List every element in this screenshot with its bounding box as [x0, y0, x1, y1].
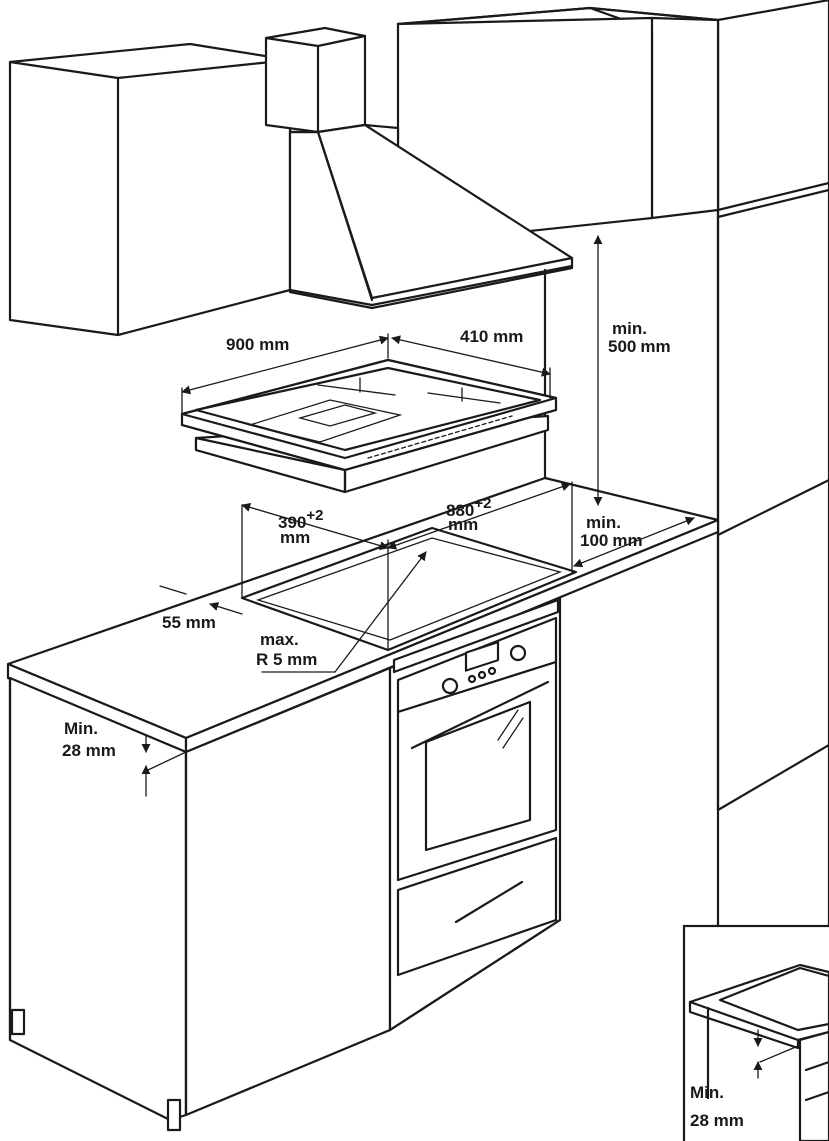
hob-depth-label: 410 mm [460, 327, 523, 346]
left-knob-icon [441, 677, 459, 695]
right-knob-icon [509, 644, 527, 662]
hood-clearance-line1: min. [612, 319, 647, 338]
cutout-depth-value: 390+2 [278, 507, 323, 532]
wall-cabinet-left [8, 42, 292, 337]
oven-housing [388, 596, 562, 1032]
inset-thickness-line1: Min. [690, 1083, 724, 1102]
cutout-depth-unit: mm [280, 528, 310, 547]
tall-cabinet [716, 0, 829, 1141]
dimension-lines [141, 235, 695, 797]
wall-clearance-line1: min. [586, 513, 621, 532]
induction-hob [180, 358, 558, 494]
inset-detail [682, 924, 829, 1141]
front-edge-label: 55 mm [162, 613, 216, 632]
cutout-width-unit: mm [448, 515, 478, 534]
corner-radius-line2: R 5 mm [256, 650, 317, 669]
corner-radius-line1: max. [260, 630, 299, 649]
chimney-hood [264, 26, 574, 487]
cutout-width-value: 880+2 [446, 495, 491, 520]
hob-width-label: 900 mm [226, 335, 289, 354]
inset-thickness-line2: 28 mm [690, 1111, 744, 1130]
worktop-thickness-line1: Min. [64, 719, 98, 738]
base-cabinet [8, 666, 392, 1132]
worktop-thickness-line2: 28 mm [62, 741, 116, 760]
